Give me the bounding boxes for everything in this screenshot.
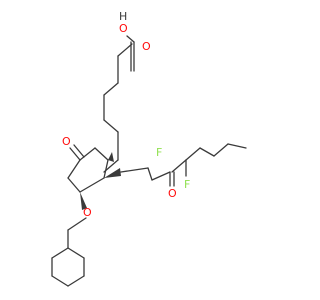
ether-o-label: O: [83, 206, 92, 219]
ketone-o-label: O: [62, 135, 71, 148]
carboxyl-o1-label: O: [119, 22, 128, 35]
fluorine-1-label: F: [156, 146, 162, 159]
stereo-wedges: [80, 152, 121, 210]
acid-chain: [103, 35, 135, 173]
structure-canvas: H O O O O O F F: [51, 10, 247, 287]
side-ketone-o-label: O: [168, 187, 177, 200]
cyclopentane-ring: [67, 144, 109, 193]
carboxyl-o2-label: O: [142, 40, 151, 53]
carboxyl-h-label: H: [119, 10, 127, 23]
difluoro-side-chain: [120, 143, 247, 187]
fluorine-2-label: F: [184, 178, 190, 191]
molecule-diagram: H O O O O O F F: [51, 10, 247, 287]
cyclohexylmethoxy: [51, 217, 87, 287]
